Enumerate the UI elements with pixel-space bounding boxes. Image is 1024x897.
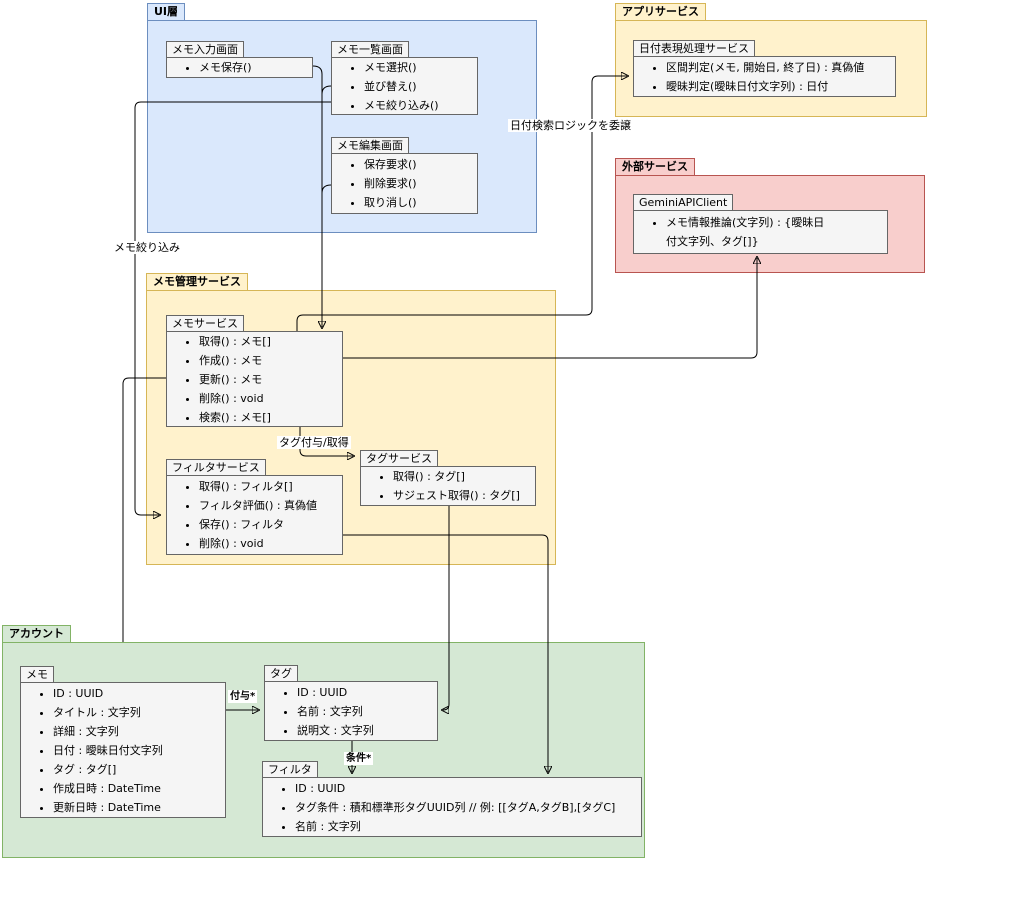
- method-item: 更新() : メモ: [199, 370, 271, 389]
- class-tab-memo-input-screen[interactable]: メモ入力画面: [166, 41, 244, 58]
- class-title: メモサービス: [172, 317, 238, 330]
- method-item: 取得() : タグ[]: [393, 467, 520, 486]
- method-item: フィルタ評価() : 真偽値: [199, 496, 317, 515]
- method-list: メモ情報推論(文字列) : {曖昧日付文字列、タグ[]}: [634, 213, 826, 251]
- class-tab-memo-edit-screen[interactable]: メモ編集画面: [331, 137, 409, 154]
- method-item: 削除要求(): [364, 174, 417, 193]
- method-item: 取り消し(): [364, 193, 417, 212]
- method-item: 保存() : フィルタ: [199, 515, 317, 534]
- attribute-item: 日付 : 曖昧日付文字列: [53, 741, 163, 760]
- class-tab-memo-service[interactable]: メモサービス: [166, 315, 244, 332]
- edge-label-delegate-date-logic[interactable]: 日付検索ロジックを委譲: [508, 119, 633, 132]
- class-body-filter-entity[interactable]: ID : UUID タグ条件 : 積和標準形タグUUID列 // 例: [[タグ…: [262, 777, 642, 837]
- method-item: 検索() : メモ[]: [199, 408, 271, 427]
- group-label-memo-mgmt: メモ管理サービス: [153, 275, 241, 288]
- method-list: 区間判定(メモ, 開始日, 終了日) : 真偽値 曖昧判定(曖昧日付文字列) :…: [634, 58, 864, 96]
- class-body-date-service[interactable]: 区間判定(メモ, 開始日, 終了日) : 真偽値 曖昧判定(曖昧日付文字列) :…: [633, 56, 896, 97]
- class-tab-date-service[interactable]: 日付表現処理サービス: [633, 40, 755, 57]
- class-title: 日付表現処理サービス: [639, 42, 749, 55]
- attribute-item: ID : UUID: [297, 683, 374, 702]
- method-item: 取得() : フィルタ[]: [199, 477, 317, 496]
- group-label-ui-layer: UI層: [154, 5, 179, 18]
- group-label-app-service: アプリサービス: [622, 5, 699, 18]
- method-item: 削除() : void: [199, 534, 317, 553]
- class-title: GeminiAPIClient: [639, 196, 728, 209]
- class-title: フィルタ: [268, 763, 312, 776]
- attribute-item: 詳細 : 文字列: [53, 722, 163, 741]
- method-item: 削除() : void: [199, 389, 271, 408]
- attribute-item: タイトル : 文字列: [53, 703, 163, 722]
- method-list: 保存要求() 削除要求() 取り消し(): [332, 155, 417, 212]
- method-item: 曖昧判定(曖昧日付文字列) : 日付: [666, 77, 864, 96]
- group-tab-ui-layer[interactable]: UI層: [147, 3, 186, 21]
- method-item: 作成() : メモ: [199, 351, 271, 370]
- method-item: 並び替え(): [364, 77, 439, 96]
- class-title: メモ入力画面: [172, 43, 238, 56]
- class-title: タグサービス: [366, 452, 432, 465]
- attribute-item: タグ条件 : 積和標準形タグUUID列 // 例: [[タグA,タグB],[タグ…: [295, 798, 615, 817]
- method-list: 取得() : フィルタ[] フィルタ評価() : 真偽値 保存() : フィルタ…: [167, 477, 317, 553]
- group-label-account: アカウント: [9, 627, 64, 640]
- edge-label-jouken[interactable]: 条件*: [344, 752, 374, 765]
- group-tab-account[interactable]: アカウント: [2, 625, 71, 643]
- class-title: メモ編集画面: [337, 139, 403, 152]
- class-body-filter-service[interactable]: 取得() : フィルタ[] フィルタ評価() : 真偽値 保存() : フィルタ…: [166, 475, 343, 555]
- class-body-gemini-api-client[interactable]: メモ情報推論(文字列) : {曖昧日付文字列、タグ[]}: [633, 210, 888, 254]
- method-item: メモ保存(): [199, 58, 252, 77]
- attribute-item: タグ : タグ[]: [53, 760, 163, 779]
- method-item: メモ情報推論(文字列) : {曖昧日付文字列、タグ[]}: [666, 213, 826, 251]
- edge-label-memo-filter[interactable]: メモ絞り込み: [112, 241, 182, 254]
- class-body-memo-edit-screen[interactable]: 保存要求() 削除要求() 取り消し(): [331, 153, 478, 214]
- group-tab-memo-mgmt[interactable]: メモ管理サービス: [146, 273, 248, 291]
- attribute-item: 作成日時 : DateTime: [53, 779, 163, 798]
- method-list: メモ選択() 並び替え() メモ絞り込み(): [332, 58, 439, 115]
- class-body-memo-input-screen[interactable]: メモ保存(): [166, 57, 313, 78]
- method-item: 保存要求(): [364, 155, 417, 174]
- class-tab-gemini-api-client[interactable]: GeminiAPIClient: [633, 194, 734, 211]
- attribute-list: ID : UUID タグ条件 : 積和標準形タグUUID列 // 例: [[タグ…: [263, 779, 615, 836]
- group-label-external-service: 外部サービス: [622, 160, 688, 173]
- attribute-list: ID : UUID タイトル : 文字列 詳細 : 文字列 日付 : 曖昧日付文…: [21, 684, 163, 817]
- class-tab-memo-entity[interactable]: メモ: [20, 666, 54, 683]
- method-item: メモ絞り込み(): [364, 96, 439, 115]
- edge-label-fuyo[interactable]: 付与*: [228, 690, 258, 703]
- group-tab-app-service[interactable]: アプリサービス: [615, 3, 706, 21]
- method-list: メモ保存(): [167, 58, 252, 77]
- attribute-item: 更新日時 : DateTime: [53, 798, 163, 817]
- class-body-memo-service[interactable]: 取得() : メモ[] 作成() : メモ 更新() : メモ 削除() : v…: [166, 331, 343, 427]
- method-list: 取得() : タグ[] サジェスト取得() : タグ[]: [361, 467, 520, 505]
- class-tab-filter-entity[interactable]: フィルタ: [262, 761, 318, 778]
- class-body-memo-list-screen[interactable]: メモ選択() 並び替え() メモ絞り込み(): [331, 57, 478, 115]
- class-body-tag-service[interactable]: 取得() : タグ[] サジェスト取得() : タグ[]: [360, 466, 536, 506]
- attribute-item: 名前 : 文字列: [295, 817, 615, 836]
- attribute-item: 名前 : 文字列: [297, 702, 374, 721]
- class-body-memo-entity[interactable]: ID : UUID タイトル : 文字列 詳細 : 文字列 日付 : 曖昧日付文…: [20, 682, 226, 818]
- class-title: メモ一覧画面: [337, 43, 403, 56]
- class-title: タグ: [270, 667, 292, 680]
- class-tab-tag-entity[interactable]: タグ: [264, 665, 298, 682]
- class-body-tag-entity[interactable]: ID : UUID 名前 : 文字列 説明文 : 文字列: [264, 681, 438, 741]
- method-item: 取得() : メモ[]: [199, 332, 271, 351]
- method-list: 取得() : メモ[] 作成() : メモ 更新() : メモ 削除() : v…: [167, 332, 271, 427]
- attribute-item: ID : UUID: [53, 684, 163, 703]
- attribute-list: ID : UUID 名前 : 文字列 説明文 : 文字列: [265, 683, 374, 740]
- class-title: メモ: [26, 668, 48, 681]
- attribute-item: ID : UUID: [295, 779, 615, 798]
- method-item: メモ選択(): [364, 58, 439, 77]
- class-tab-filter-service[interactable]: フィルタサービス: [166, 459, 266, 476]
- class-title: フィルタサービス: [172, 461, 260, 474]
- class-tab-tag-service[interactable]: タグサービス: [360, 450, 438, 467]
- method-item: 区間判定(メモ, 開始日, 終了日) : 真偽値: [666, 58, 864, 77]
- attribute-item: 説明文 : 文字列: [297, 721, 374, 740]
- method-item: サジェスト取得() : タグ[]: [393, 486, 520, 505]
- class-tab-memo-list-screen[interactable]: メモ一覧画面: [331, 41, 409, 58]
- edge-label-tag-assign-get[interactable]: タグ付与/取得: [277, 436, 351, 449]
- group-tab-external-service[interactable]: 外部サービス: [615, 158, 695, 176]
